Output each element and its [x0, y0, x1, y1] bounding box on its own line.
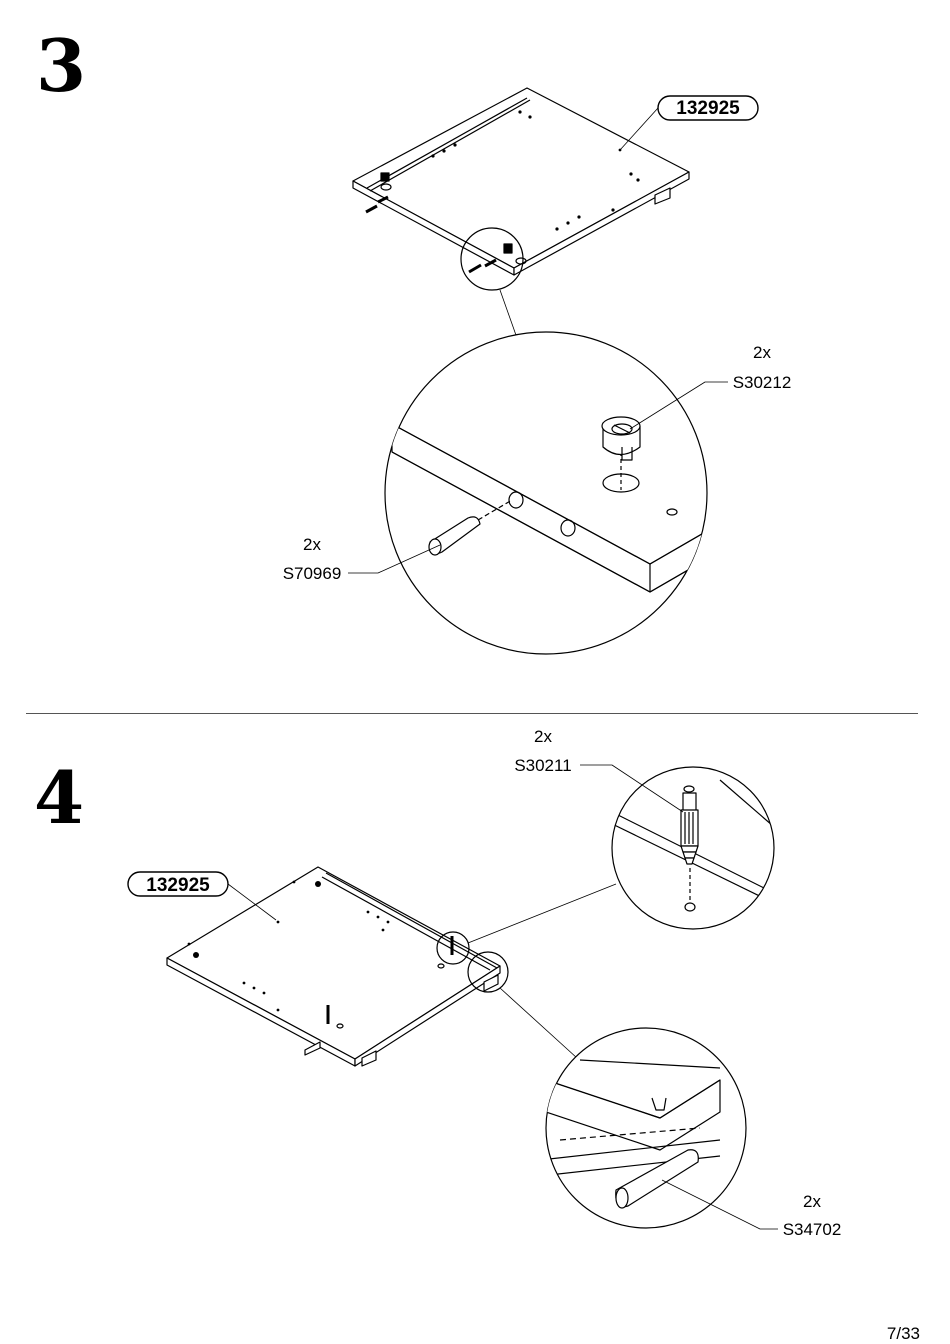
step4-fitting-code-1: S30211 — [514, 756, 571, 775]
step4-fitting-qty-1: 2x — [534, 727, 552, 746]
page-number: 7/33 — [886, 1324, 920, 1343]
step3-fitting-qty-1: 2x — [753, 343, 771, 362]
step3-fitting-code-2: S70969 — [283, 564, 342, 583]
step3-callout-circle — [460, 227, 524, 291]
step3-fitting-code-1: S30212 — [733, 373, 792, 392]
step3-panel — [352, 87, 690, 276]
step4-fitting-code-2: S34702 — [783, 1220, 842, 1239]
step4-detail-bolt — [611, 766, 775, 930]
step-divider — [26, 713, 918, 714]
step3-part-number: 132925 — [676, 98, 740, 119]
step4-callout-circle-1 — [436, 931, 470, 965]
step4-fitting-qty-2: 2x — [803, 1192, 821, 1211]
step3-detail — [384, 331, 708, 655]
step4-detail-glide — [545, 1027, 747, 1229]
step3-part-tag — [619, 95, 759, 151]
step4-panel — [166, 866, 501, 1067]
step4-callout-circle-2 — [467, 951, 509, 993]
step-3-number: 3 — [36, 23, 87, 108]
step3-fitting-qty-2: 2x — [303, 535, 321, 554]
step4-part-number: 132925 — [146, 875, 210, 896]
step4-part-tag — [127, 871, 277, 921]
step-4-number: 4 — [34, 755, 85, 840]
